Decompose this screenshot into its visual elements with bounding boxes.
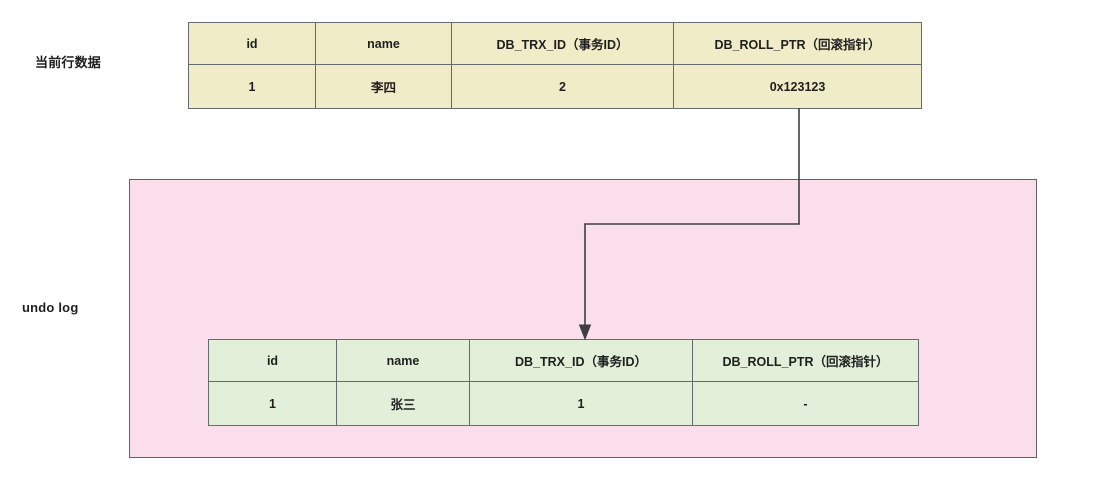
- header-cell-db-roll-ptr: DB_ROLL_PTR（回滚指针）: [673, 22, 922, 65]
- header-cell-db-roll-ptr: DB_ROLL_PTR（回滚指针）: [692, 339, 919, 382]
- cell-name: 李四: [315, 64, 452, 109]
- header-cell-id: id: [208, 339, 337, 382]
- current-row-table: id name DB_TRX_ID（事务ID） DB_ROLL_PTR（回滚指针…: [188, 22, 922, 109]
- header-cell-db-trx-id: DB_TRX_ID（事务ID）: [469, 339, 693, 382]
- table-row: 1 李四 2 0x123123: [188, 64, 922, 109]
- header-cell-name: name: [315, 22, 452, 65]
- cell-name: 张三: [336, 381, 470, 426]
- cell-db-trx-id: 1: [469, 381, 693, 426]
- undo-log-label: undo log: [22, 300, 79, 315]
- cell-db-roll-ptr: 0x123123: [673, 64, 922, 109]
- table-row: 1 张三 1 -: [208, 381, 919, 426]
- header-cell-name: name: [336, 339, 470, 382]
- table-header-row: id name DB_TRX_ID（事务ID） DB_ROLL_PTR（回滚指针…: [208, 339, 919, 382]
- cell-db-trx-id: 2: [451, 64, 674, 109]
- current-row-label: 当前行数据: [35, 55, 102, 70]
- cell-id: 1: [208, 381, 337, 426]
- undo-record-table: id name DB_TRX_ID（事务ID） DB_ROLL_PTR（回滚指针…: [208, 339, 919, 426]
- table-header-row: id name DB_TRX_ID（事务ID） DB_ROLL_PTR（回滚指针…: [188, 22, 922, 65]
- header-cell-db-trx-id: DB_TRX_ID（事务ID）: [451, 22, 674, 65]
- header-cell-id: id: [188, 22, 316, 65]
- cell-db-roll-ptr: -: [692, 381, 919, 426]
- cell-id: 1: [188, 64, 316, 109]
